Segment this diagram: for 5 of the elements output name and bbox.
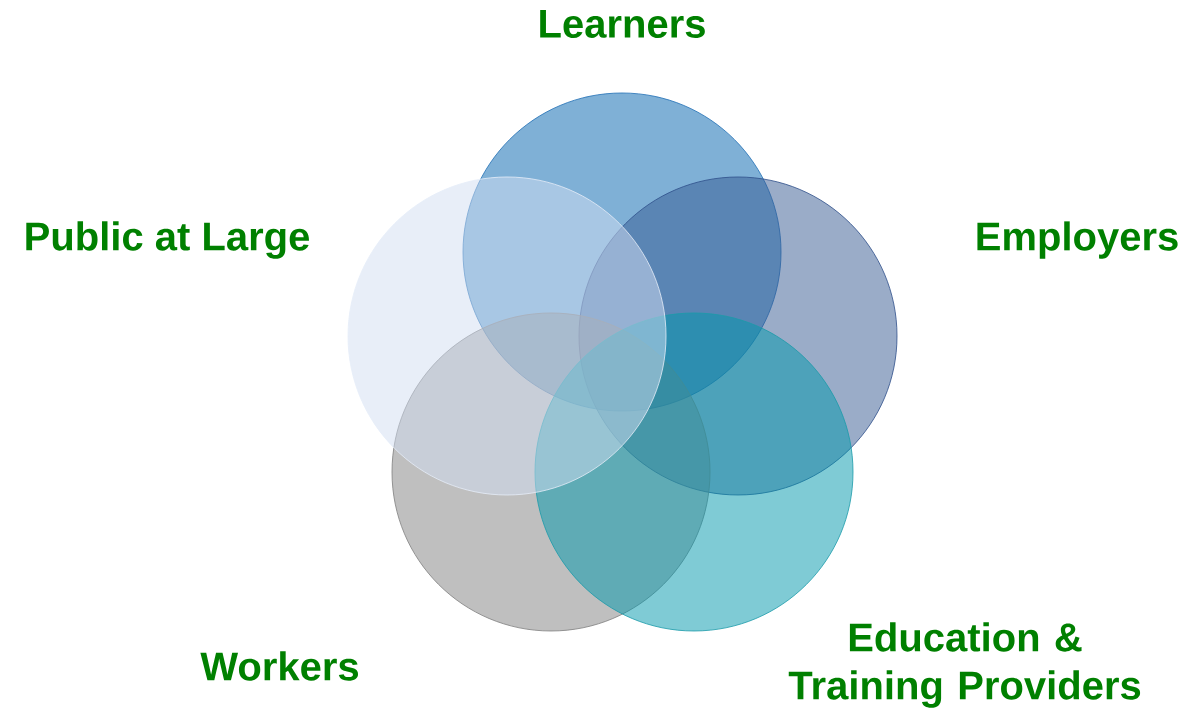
circle-label: Public at Large	[26, 221, 309, 259]
circle-label: Education & Training Providers	[788, 622, 1141, 708]
circle-label: Workers	[200, 651, 358, 681]
circle-label: Learners	[540, 10, 705, 38]
circle-label: Employers	[977, 221, 1178, 259]
